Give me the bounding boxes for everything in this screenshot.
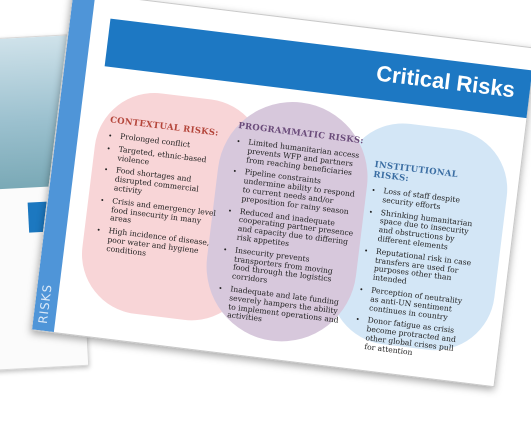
contextual-risks-column: CONTEXTUAL RISKS: Prolonged conflict Tar… bbox=[93, 115, 229, 270]
side-label: RISKS bbox=[35, 283, 55, 325]
programmatic-risks-list: Limited humanitarian access prevents WFP… bbox=[215, 137, 364, 334]
institutional-risks-column: INSTITUTIONAL RISKS: Loss of staff despi… bbox=[351, 160, 486, 368]
list-item: Donor fatigue as crisis become protracte… bbox=[364, 316, 468, 364]
contextual-risks-list: Prolonged conflict Targeted, ethnic-base… bbox=[94, 131, 228, 266]
critical-risks-slide: RISKS Critical Risks CONTEXTUAL RISKS: P… bbox=[30, 0, 531, 388]
institutional-risks-list: Loss of staff despite security efforts S… bbox=[352, 186, 483, 364]
programmatic-risks-column: PROGRAMMATIC RISKS: Limited humanitarian… bbox=[214, 121, 366, 338]
slide-title: Critical Risks bbox=[374, 60, 517, 103]
